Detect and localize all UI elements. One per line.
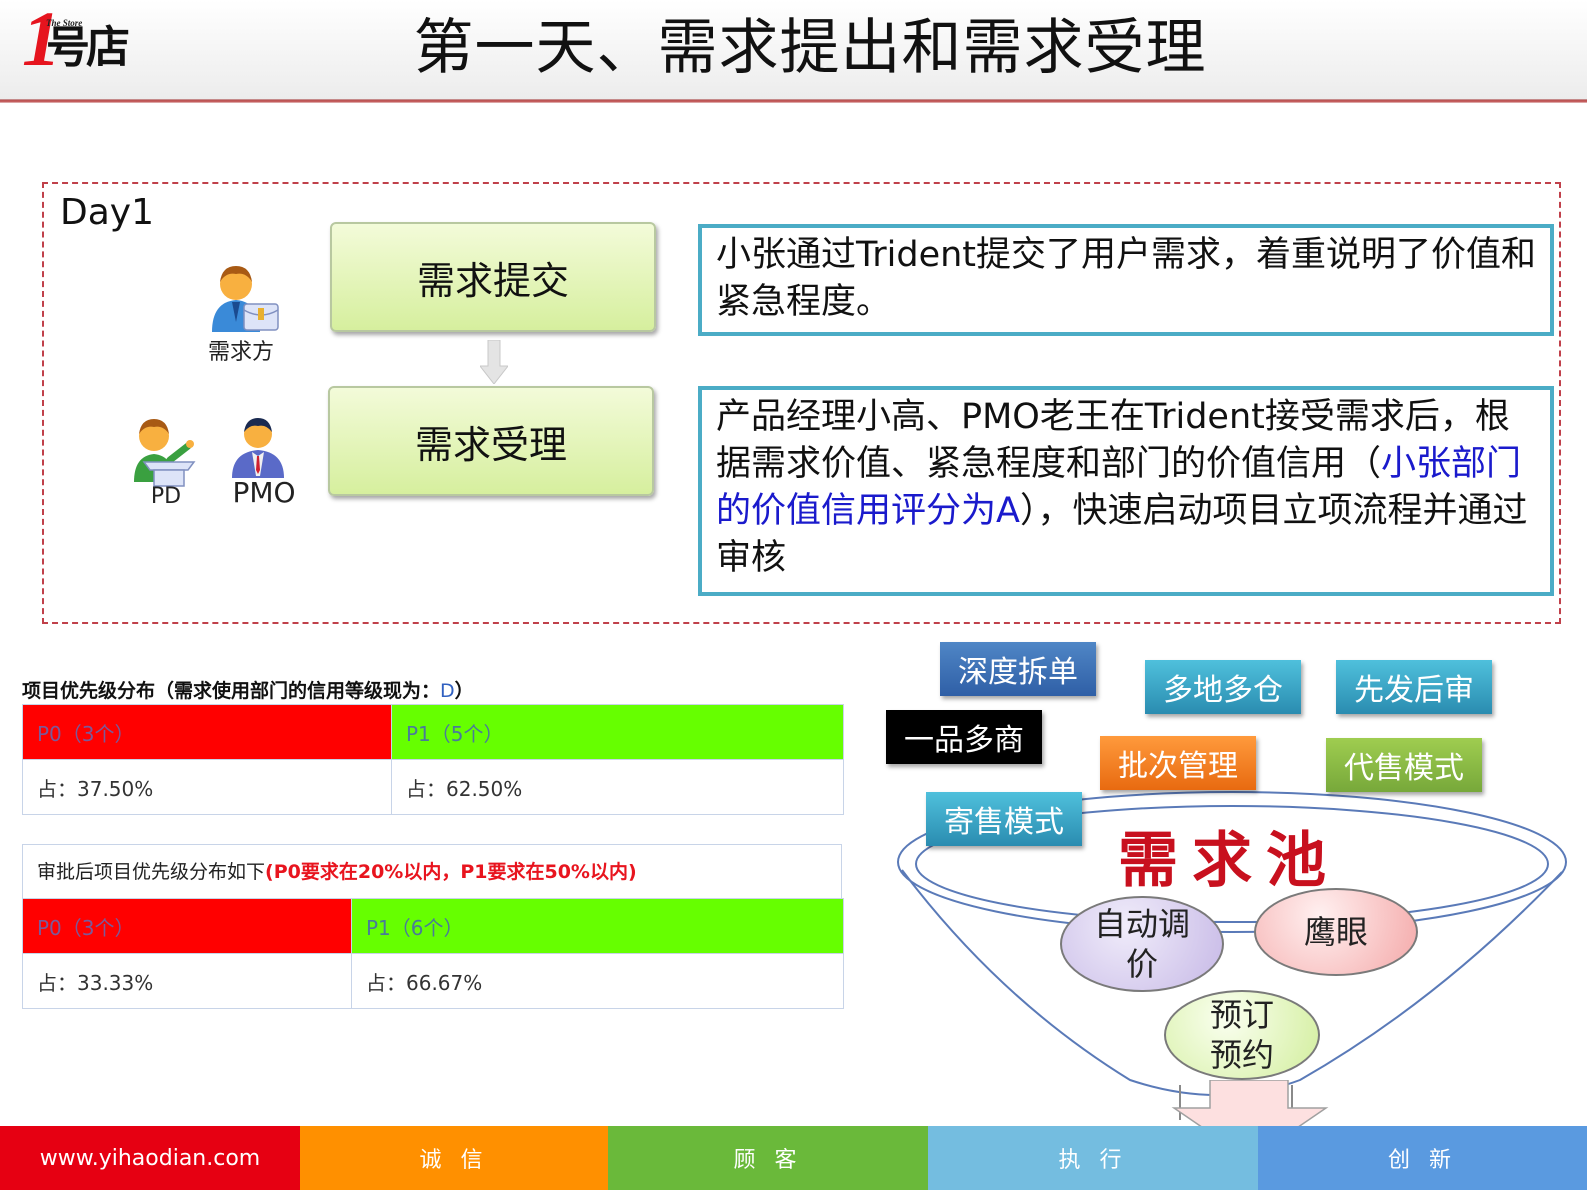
credit-grade: D [440, 680, 455, 702]
logo-tagline: The Store [46, 18, 83, 28]
footer-website-link[interactable]: www.yihaodian.com [0, 1126, 300, 1190]
step-accept-requirement: 需求受理 [328, 386, 654, 496]
approved-table-caption: 审批后项目优先级分布如下(P0要求在20%以内，P1要求在50%以内) [22, 844, 842, 898]
requester-label: 需求方 [207, 340, 274, 365]
header-divider [0, 99, 1587, 103]
day-label: Day1 [60, 192, 154, 233]
p0-share: 占：37.50% [22, 759, 392, 815]
page-title: 第一天、需求提出和需求受理 [413, 13, 1207, 83]
pd-label: PD [150, 484, 182, 509]
pd-presenter-icon [130, 416, 202, 488]
accept-description: 产品经理小高、PMO老王在Trident接受需求后，根据需求价值、紧急程度和部门… [698, 386, 1554, 596]
priority-table-before: P0（3个） P1（5个） 占：37.50% 占：62.50% [22, 704, 844, 815]
caption-text: 审批后项目优先级分布如下 [37, 861, 266, 883]
table-row: 占：37.50% 占：62.50% [22, 759, 844, 815]
requirement-pool-title: 需求池 [1118, 826, 1340, 896]
table-header-row: P0（3个） P1（5个） [22, 704, 844, 760]
requester-person-icon [206, 262, 279, 334]
pmo-label: PMO [232, 476, 296, 509]
bubble-eagle-eye: 鹰眼 [1254, 888, 1418, 976]
priority-table-after: P0（3个） P1（6个） 占：33.33% 占：66.67% [22, 898, 844, 1009]
step-submit-requirement: 需求提交 [330, 222, 656, 332]
table-header-row: P0（3个） P1（6个） [22, 898, 844, 954]
logo-chars: 号店 [46, 22, 130, 73]
credit-score-highlight: 小张部门的价值信用评分为A [716, 444, 1522, 531]
p1-header: P1（5个） [391, 704, 844, 760]
down-arrow-icon [478, 339, 510, 385]
p0-header: P0（3个） [22, 898, 352, 954]
footer-bar: www.yihaodian.com 诚 信 顾 客 执 行 创 新 [0, 1126, 1587, 1190]
submit-description: 小张通过Trident提交了用户需求，着重说明了价值和紧急程度。 [698, 224, 1554, 336]
p0-share: 占：33.33% [22, 953, 352, 1009]
footer-value-execution: 执 行 [928, 1126, 1258, 1190]
footer-value-innovation: 创 新 [1258, 1126, 1587, 1190]
p1-share: 占：66.67% [351, 953, 844, 1009]
yihaodian-logo: 1 The Store 号店 [18, 0, 130, 94]
tag-one-product-multi-seller: 一品多商 [886, 710, 1042, 764]
tag-consignment: 寄售模式 [926, 792, 1082, 846]
footer-value-customer: 顾 客 [608, 1126, 928, 1190]
tag-batch-management: 批次管理 [1100, 736, 1256, 790]
bubble-preorder: 预订预约 [1164, 990, 1320, 1080]
priority-table-caption: 项目优先级分布（需求使用部门的信用等级现为：D） [22, 676, 474, 703]
table-row: 占：33.33% 占：66.67% [22, 953, 844, 1009]
caption-text: 项目优先级分布（需求使用部门的信用等级现为： [22, 680, 441, 702]
day1-frame [42, 182, 1561, 624]
priority-rule: (P0要求在20%以内，P1要求在50%以内) [265, 861, 637, 883]
logo-number: 1 [22, 0, 61, 82]
tag-deep-order-split: 深度拆单 [940, 642, 1096, 696]
pmo-manager-icon [226, 416, 298, 488]
bubble-auto-pricing: 自动调价 [1060, 896, 1224, 992]
tag-agency-sales: 代售模式 [1326, 738, 1482, 792]
accept-text-2: ），快速启动项目立项流程并通过审核 [716, 491, 1528, 578]
tag-multi-warehouse: 多地多仓 [1145, 660, 1301, 714]
p1-header: P1（6个） [351, 898, 844, 954]
footer-value-integrity: 诚 信 [300, 1126, 608, 1190]
p0-header: P0（3个） [22, 704, 392, 760]
caption-end: ） [454, 680, 474, 702]
accept-text-1: 产品经理小高、PMO老王在Trident接受需求后，根据需求价值、紧急程度和部门… [716, 397, 1510, 484]
slide-header [0, 0, 1587, 100]
p1-share: 占：62.50% [391, 759, 844, 815]
tag-ship-first-review: 先发后审 [1336, 660, 1492, 714]
